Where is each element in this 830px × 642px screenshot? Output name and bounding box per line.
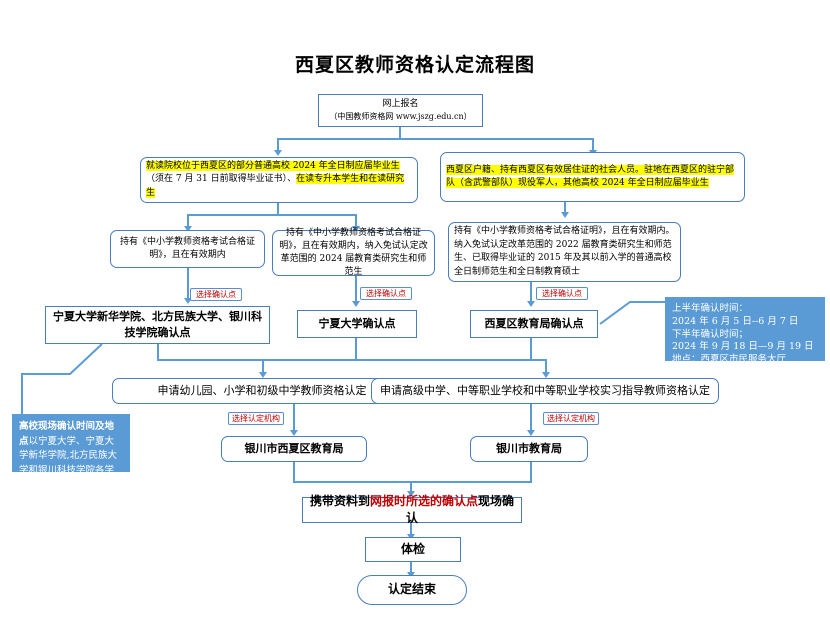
arrow-bureau-xixia <box>290 430 298 436</box>
connector-right-branch-down <box>564 202 566 214</box>
schedule-line-3: 下半年确认时间； <box>672 328 749 340</box>
bureau-yinchuan-text: 银川市教育局 <box>496 442 562 456</box>
chip-choose-point-mid: 选择确认点 <box>360 287 412 300</box>
node-bureau-xixia: 银川市西夏区教育局 <box>221 436 367 462</box>
branch-left-seg2: （须在 7 月 31 日前取得毕业证书）、 <box>146 174 297 185</box>
connector-onsite-to-physical <box>410 523 412 538</box>
onsite-post: 现场确认 <box>405 493 515 525</box>
node-branch-left: 就读院校位于西夏区的部分普通高校 2024 年全日制应届毕业生 （须在 7 月 3… <box>140 157 418 203</box>
arrow-to-cond-left <box>184 226 192 232</box>
condition-left-text: 持有《中小学教师资格考试合格证明》，且在有效期内 <box>119 236 255 260</box>
chip-choose-agency-left: 选择认定机构 <box>228 412 284 425</box>
bureau-xixia-text: 银川市西夏区教育局 <box>244 442 344 456</box>
node-bureau-yinchuan: 银川市教育局 <box>470 436 588 462</box>
point-left-text: 宁夏大学新华学院、北方民族大学、银川科技学院确认点 <box>53 310 262 339</box>
arrow-apply-kinder <box>259 372 267 378</box>
connector-apply-senior-bus2 <box>530 359 547 361</box>
schedule-line-2: 2024 年 6 月 5 日--6 月 7 日 <box>672 315 799 327</box>
connector-to-cond-mid <box>355 214 357 228</box>
chip-choose-point-right: 选择确认点 <box>536 287 588 300</box>
connector-online-to-left <box>277 138 279 152</box>
node-end: 认定结束 <box>357 575 467 605</box>
apply-kinder-text: 申请幼儿园、小学和初级中学教师资格认定 <box>157 384 367 398</box>
connector-online-down <box>399 127 401 139</box>
node-condition-mid: 持有《中小学教师资格考试合格证明》，且在有效期内，纳入免试认定改革范围的 202… <box>272 227 435 278</box>
node-apply-senior: 申请高级中学、中等职业学校和中等职业学校实习指导教师资格认定 <box>371 378 719 404</box>
node-point-right: 西夏区教育局确认点 <box>470 310 598 338</box>
connector-apply-kinder-down <box>262 359 264 374</box>
arrow-to-cond-right <box>561 212 569 218</box>
note-university-confirm: 高校现场确认时间及地点以宁夏大学、宁夏大学新华学院,北方民族大学和银川科技学院各… <box>12 414 130 491</box>
end-text: 认定结束 <box>387 582 436 597</box>
connector-point-left-down <box>157 344 159 360</box>
schedule-line-5: 地点：西夏区市民服务大厅 <box>672 354 787 366</box>
connector-cond-left-down <box>187 268 189 300</box>
connector-cond-right-down <box>530 282 532 303</box>
connector-diagonal-university-note <box>21 343 103 416</box>
node-point-left: 宁夏大学新华学院、北方民族大学、银川科技学院确认点 <box>45 306 270 344</box>
arrow-to-left-branch <box>274 150 282 156</box>
point-mid-text: 宁夏大学确认点 <box>318 317 396 331</box>
arrow-to-cond-mid <box>352 226 360 232</box>
condition-mid-text: 持有《中小学教师资格考试合格证明》，且在有效期内，纳入免试认定改革范围的 202… <box>279 227 428 278</box>
condition-right-text: 持有《中小学教师资格考试合格证明》，且在有效期内。纳入免试认定改革范围的 202… <box>454 226 675 277</box>
connector-senior-down <box>530 404 532 432</box>
apply-senior-text: 申请高级中学、中等职业学校和中等职业学校实习指导教师资格认定 <box>380 384 710 398</box>
schedule-line-4: 2024 年 9 月 18 日—9 月 19 日 <box>672 341 814 353</box>
physical-exam-text: 体检 <box>400 541 425 556</box>
connector-online-to-right <box>592 138 594 152</box>
connector-left-branch-bus <box>187 214 357 216</box>
connector-online-bus <box>277 138 593 140</box>
note-university-bold: 高校现场确认时间及地点 <box>19 421 115 447</box>
connector-diagonal-schedule-note <box>599 301 680 325</box>
arrow-apply-senior <box>542 372 550 378</box>
branch-right-seg2: 其他高校 2024 年全日制应届毕业生 <box>563 178 709 188</box>
connector-bureau-xixia-down <box>293 462 295 482</box>
node-apply-online: 网上报名 （中国教师资格网 www.jszg.edu.cn） <box>318 94 483 127</box>
arrow-bureau-yinchuan <box>527 430 535 436</box>
point-right-text: 西夏区教育局确认点 <box>484 317 584 331</box>
connector-cond-mid-down <box>355 276 357 303</box>
connector-left-branch-down <box>277 203 279 215</box>
connector-point-right-down <box>530 338 532 360</box>
connector-bureau-yinchuan-down <box>530 462 532 482</box>
branch-left-seg1: 就读院校位于西夏区的部分普通高校 2024 年全日制应届毕业生 <box>146 160 400 171</box>
node-physical-exam: 体检 <box>365 537 461 562</box>
connector-onsite-bus <box>293 481 532 483</box>
chip-choose-point-left: 选择确认点 <box>190 288 242 301</box>
node-point-mid: 宁夏大学确认点 <box>297 310 417 338</box>
connector-kinder-down <box>293 404 295 432</box>
node-onsite-confirm: 携带资料到网报时所选的确认点现场确认 <box>302 493 522 525</box>
apply-online-line1: 网上报名 <box>382 99 419 110</box>
onsite-emphasis: 网报时所选的确认点 <box>369 493 478 508</box>
node-branch-right: 西夏区户籍、持有西夏区有效居住证的社会人员。驻地在西夏区的驻宁部队（含武警部队）… <box>440 152 745 202</box>
note-university-rest: 以宁夏大学、宁夏大学新华学院,北方民族大学和银川科技学院各学校通知公告为准 <box>19 435 118 491</box>
note-schedule: 上半年确认时间： 2024 年 6 月 5 日--6 月 7 日 下半年确认时间… <box>665 297 825 365</box>
connector-apply-senior-bus <box>355 359 532 361</box>
connector-onsite-down <box>410 481 412 494</box>
arrow-onsite <box>407 491 415 497</box>
onsite-pre: 携带资料到 <box>309 493 370 508</box>
chip-choose-agency-right: 选择认定机构 <box>543 412 599 425</box>
node-apply-kinder: 申请幼儿园、小学和初级中学教师资格认定 <box>112 378 412 404</box>
node-condition-left: 持有《中小学教师资格考试合格证明》，且在有效期内 <box>110 230 265 268</box>
connector-to-cond-left <box>187 214 189 228</box>
arrow-point-right <box>527 301 535 307</box>
connector-apply-senior-down <box>545 359 547 374</box>
page-title: 西夏区教师资格认定流程图 <box>294 54 535 76</box>
connector-point-mid-down <box>355 338 357 360</box>
apply-online-line2: （中国教师资格网 www.jszg.edu.cn） <box>329 112 472 122</box>
node-condition-right: 持有《中小学教师资格考试合格证明》，且在有效期内。纳入免试认定改革范围的 202… <box>448 222 681 282</box>
arrow-point-left <box>184 298 192 304</box>
connector-physical-to-end <box>410 562 412 576</box>
connector-apply-kinder-bus <box>157 359 356 361</box>
schedule-line-1: 上半年确认时间： <box>672 303 749 314</box>
arrow-point-mid <box>352 301 360 307</box>
